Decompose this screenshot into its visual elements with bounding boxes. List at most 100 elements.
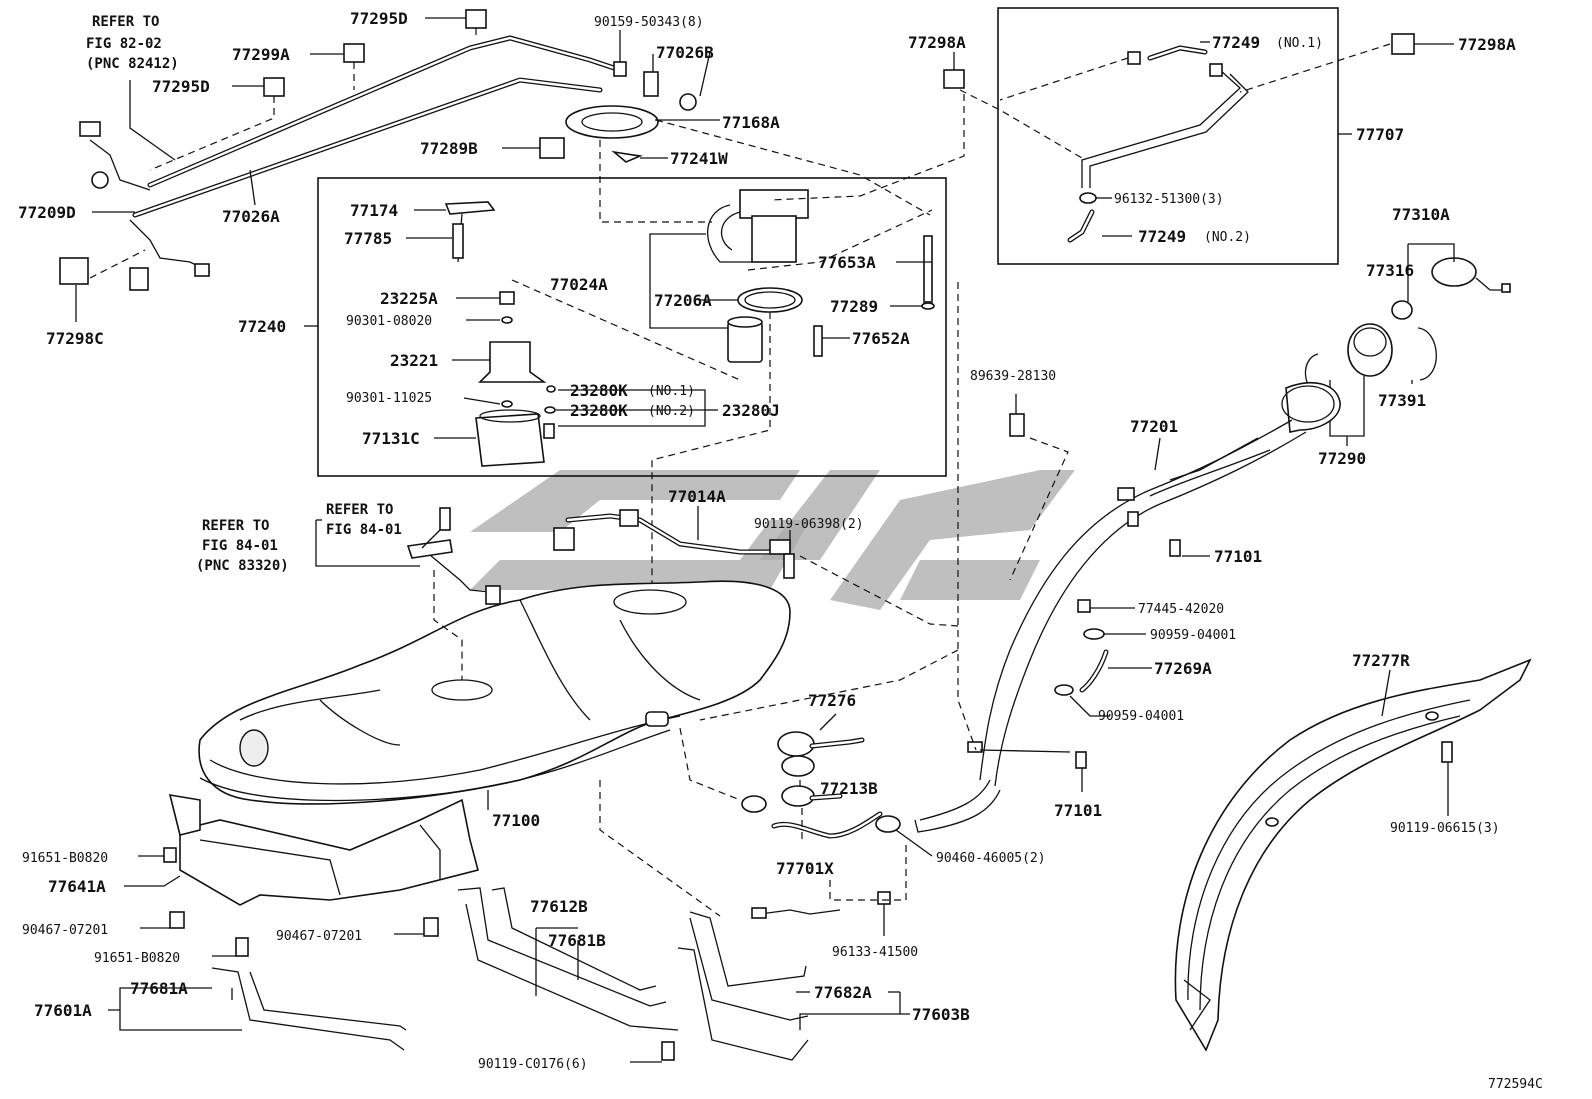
label-77249-no1-sub[interactable]: (NO.1) [1276, 36, 1323, 51]
figure-code: 772594C [1488, 1077, 1543, 1092]
label-77701X[interactable]: 77701X [776, 859, 834, 878]
leader-lines-hoses [799, 713, 933, 936]
label-77240[interactable]: 77240 [238, 317, 286, 336]
note-refer-fig-82-02-line3: (PNC 82412) [86, 56, 179, 72]
label-77174[interactable]: 77174 [350, 201, 398, 220]
fender-liner [1174, 658, 1532, 1052]
label-77101-top[interactable]: 77101 [1214, 547, 1262, 566]
label-77707[interactable]: 77707 [1356, 125, 1404, 144]
label-77290[interactable]: 77290 [1318, 449, 1366, 468]
label-77295D-mid[interactable]: 77295D [152, 77, 210, 96]
label-77269A[interactable]: 77269A [1154, 659, 1212, 678]
label-77014A[interactable]: 77014A [668, 487, 726, 506]
label-77026B[interactable]: 77026B [656, 43, 714, 62]
label-77391[interactable]: 77391 [1378, 391, 1426, 410]
label-77209D[interactable]: 77209D [18, 203, 76, 222]
label-23225A[interactable]: 23225A [380, 289, 438, 308]
sender-and-tube [406, 507, 795, 605]
label-91651-B0820-a[interactable]: 91651-B0820 [22, 851, 108, 866]
label-90460-46005[interactable]: 90460-46005(2) [936, 851, 1046, 866]
label-77277R[interactable]: 77277R [1352, 651, 1410, 670]
label-77298A-right[interactable]: 77298A [1458, 35, 1516, 54]
label-77024A[interactable]: 77024A [550, 275, 608, 294]
label-23280K-no1[interactable]: 23280K [570, 381, 628, 400]
note-refer-fig-84-01-b-line3: (PNC 83320) [196, 558, 289, 574]
label-90119-06615[interactable]: 90119-06615(3) [1390, 821, 1500, 836]
label-77213B[interactable]: 77213B [820, 779, 878, 798]
label-90467-07201-a[interactable]: 90467-07201 [22, 923, 108, 938]
label-77681B[interactable]: 77681B [548, 931, 606, 950]
label-77681A[interactable]: 77681A [130, 979, 188, 998]
label-77168A[interactable]: 77168A [722, 113, 780, 132]
label-96132-51300[interactable]: 96132-51300(3) [1114, 192, 1224, 207]
label-77249-no2[interactable]: 77249 [1138, 227, 1186, 246]
label-77682A[interactable]: 77682A [814, 983, 872, 1002]
label-77289B[interactable]: 77289B [420, 139, 478, 158]
vent-hose-box [997, 7, 1339, 265]
label-77299A[interactable]: 77299A [232, 45, 290, 64]
note-refer-fig-84-01-a-line2: FIG 84-01 [326, 522, 402, 538]
label-77298C[interactable]: 77298C [46, 329, 104, 348]
label-91651-B0820-b[interactable]: 91651-B0820 [94, 951, 180, 966]
tank-straps [211, 887, 809, 1061]
tank-protector [163, 794, 479, 957]
label-77641A[interactable]: 77641A [48, 877, 106, 896]
label-77289[interactable]: 77289 [830, 297, 878, 316]
label-77298A-left[interactable]: 77298A [908, 33, 966, 52]
label-77653A[interactable]: 77653A [818, 253, 876, 272]
label-77601A[interactable]: 77601A [34, 1001, 92, 1020]
label-77603B[interactable]: 77603B [912, 1005, 970, 1024]
label-23280K-no1-sub[interactable]: (NO.1) [648, 384, 695, 399]
label-23280K-no2-sub[interactable]: (NO.2) [648, 404, 695, 419]
label-77652A[interactable]: 77652A [852, 329, 910, 348]
label-77131C[interactable]: 77131C [362, 429, 420, 448]
label-77201[interactable]: 77201 [1130, 417, 1178, 436]
label-90301-11025[interactable]: 90301-11025 [346, 391, 432, 406]
leader-lines-straps [108, 855, 910, 1063]
label-90301-08020[interactable]: 90301-08020 [346, 314, 432, 329]
leader-lines-filler [699, 282, 1210, 792]
label-23221[interactable]: 23221 [390, 351, 438, 370]
label-77295D-top[interactable]: 77295D [350, 9, 408, 28]
filler-cap-parts [1304, 243, 1511, 446]
pump-assembly-parts [444, 189, 935, 467]
leader-lines-tank [433, 570, 741, 917]
filler-pipe [914, 381, 1341, 833]
label-77316[interactable]: 77316 [1366, 261, 1414, 280]
pump-assembly-box [317, 177, 947, 477]
leader-lines-top-left [75, 17, 931, 322]
leader-lines-pump-box [304, 209, 933, 610]
hoses-center [741, 731, 901, 919]
label-77100[interactable]: 77100 [492, 811, 540, 830]
label-77445-42020[interactable]: 77445-42020 [1138, 602, 1224, 617]
label-77276[interactable]: 77276 [808, 691, 856, 710]
label-90467-07201-b[interactable]: 90467-07201 [276, 929, 362, 944]
note-refer-fig-82-02-line2: FIG 82-02 [86, 36, 162, 52]
vent-hose-parts [943, 33, 1415, 243]
label-90959-04001-b[interactable]: 90959-04001 [1098, 709, 1184, 724]
note-refer-fig-84-01-b-line1: REFER TO [202, 518, 269, 534]
label-96133-41500[interactable]: 96133-41500 [832, 945, 918, 960]
label-77249-no2-sub[interactable]: (NO.2) [1204, 230, 1251, 245]
label-77310A[interactable]: 77310A [1392, 205, 1450, 224]
label-77206A[interactable]: 77206A [654, 291, 712, 310]
fuel-lines-top-left [59, 9, 697, 291]
label-90119-C0176[interactable]: 90119-C0176(6) [478, 1057, 588, 1072]
fuel-tank [198, 580, 791, 805]
label-23280J[interactable]: 23280J [722, 401, 780, 420]
label-77026A[interactable]: 77026A [222, 207, 280, 226]
label-77785[interactable]: 77785 [344, 229, 392, 248]
leader-lines-vent-box [769, 41, 1454, 237]
label-77101-bot[interactable]: 77101 [1054, 801, 1102, 820]
label-90119-06398[interactable]: 90119-06398(2) [754, 517, 864, 532]
label-77249-no1[interactable]: 77249 [1212, 33, 1260, 52]
label-90159-50343[interactable]: 90159-50343(8) [594, 15, 704, 30]
label-77612B[interactable]: 77612B [530, 897, 588, 916]
label-89639-28130[interactable]: 89639-28130 [970, 369, 1056, 384]
note-refer-fig-84-01-b-line2: FIG 84-01 [202, 538, 278, 554]
label-90959-04001-a[interactable]: 90959-04001 [1150, 628, 1236, 643]
label-77241W[interactable]: 77241W [670, 149, 728, 168]
label-23280K-no2[interactable]: 23280K [570, 401, 628, 420]
note-refer-fig-84-01-a-line1: REFER TO [326, 502, 393, 518]
